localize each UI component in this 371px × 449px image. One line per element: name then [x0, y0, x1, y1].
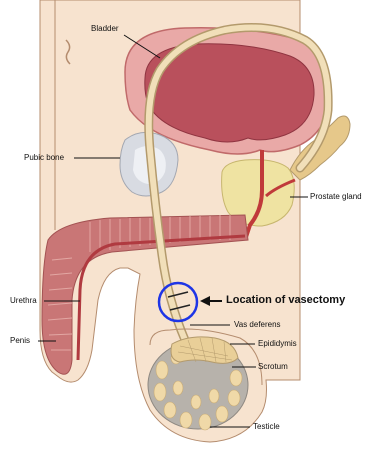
- label-vasectomy-location: Location of vasectomy: [226, 294, 345, 307]
- label-epididymis: Epididymis: [258, 339, 297, 349]
- label-prostate-gland: Prostate gland: [310, 192, 362, 202]
- label-testicle: Testicle: [253, 422, 280, 432]
- label-penis: Penis: [10, 336, 30, 346]
- label-bladder: Bladder: [91, 24, 119, 34]
- label-scrotum: Scrotum: [258, 362, 288, 372]
- label-vas-deferens: Vas deferens: [234, 320, 281, 330]
- label-urethra: Urethra: [10, 296, 37, 306]
- label-pubic-bone: Pubic bone: [24, 153, 64, 163]
